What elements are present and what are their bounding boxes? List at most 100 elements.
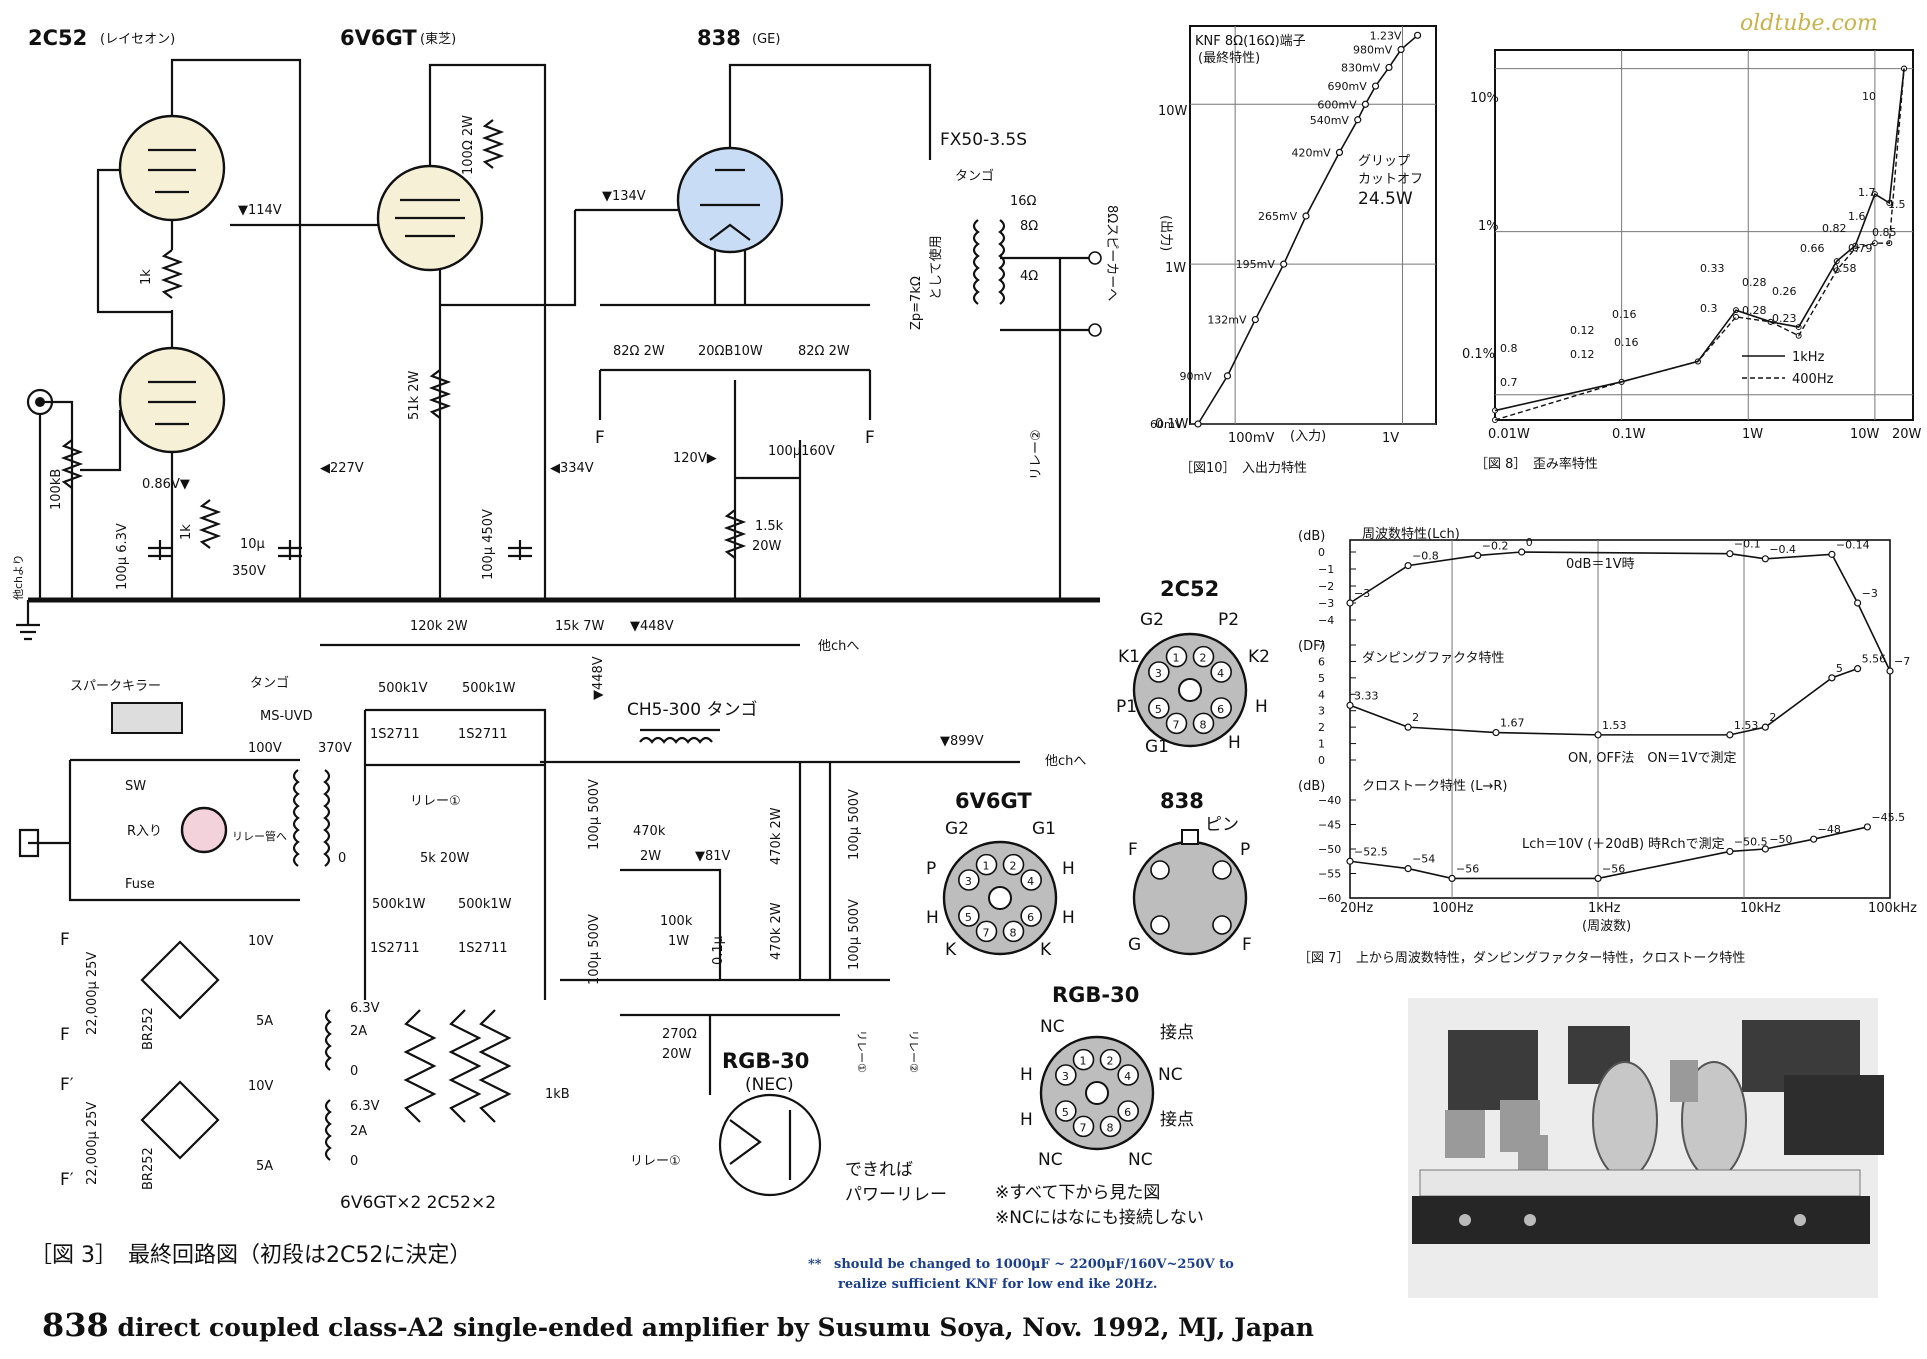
fig7-point-label: 1.67 (1500, 717, 1525, 730)
fig8-pt-012b: 0.12 (1570, 348, 1595, 361)
socket-rgb30-pin (1117, 1064, 1139, 1086)
fig8-pt-058: 0.58 (1832, 262, 1857, 275)
label-relay1-b: リレー① (630, 1154, 681, 1169)
fig7-point (1863, 823, 1871, 831)
fig7-point-label: −3 (1354, 587, 1370, 600)
label-5k20w: 5k 20W (420, 851, 469, 866)
label-22000a: 22,000μ 25V (85, 952, 100, 1035)
fig7-point-label: −45.5 (1871, 811, 1905, 824)
fig7-tick-label: 2 (1318, 721, 1325, 734)
tube-rgb30-elements (620, 1013, 840, 1180)
rectifier-wiring (363, 708, 547, 1000)
fig7-db2: (dB) (1298, 779, 1325, 794)
label-other-ch-in: 他chより (12, 554, 25, 600)
label-0-b: 0 (350, 1154, 358, 1169)
socket-rgb30-pin-number: 3 (1062, 1070, 1069, 1083)
tube-2c52-lower (118, 346, 226, 454)
fig10-cutoff: カットオフ (1358, 172, 1423, 187)
fig10-point-label: 830mV (1341, 61, 1381, 74)
voltage-134: ▼134V (602, 189, 646, 204)
resistor-1-5k (723, 509, 747, 559)
fig7-point (1854, 665, 1862, 673)
footer: 838 direct coupled class-A2 single-ended… (42, 1306, 1314, 1344)
fig7-point-label: −7 (1894, 655, 1910, 668)
socket-6v6-pin (1020, 869, 1042, 891)
fig10-ytick-10w: 10W (1158, 104, 1188, 119)
pin-label-rgb-nc-d: NC (1128, 1150, 1153, 1170)
fig10-point (1385, 63, 1393, 72)
fig8-chart: 10% 1% 0.1% 0.01W 0.1W 1W 10W 20W 0.8 0.… (1462, 49, 1922, 472)
wire-134 (440, 208, 690, 307)
fig7-caption: ［図 7］ 上から周波数特性，ダンピングファクター特性，クロストーク特性 (1298, 951, 1745, 966)
socket-6v6-pin-number: 6 (1027, 911, 1034, 924)
ot-secondary (1000, 256, 1095, 600)
socket-6v6-pin (958, 905, 980, 927)
fig7-point-label: −0.14 (1836, 538, 1870, 551)
socket-6v6-pin (958, 869, 980, 891)
fig7-xtick-20: 20Hz (1340, 901, 1373, 916)
tube-838-wires (600, 63, 932, 307)
socket-2c52-pin (1210, 661, 1232, 683)
watermark: oldtube.com (1740, 11, 1878, 36)
label-100k: 100k (660, 914, 693, 929)
label-fuse: Fuse (125, 877, 155, 892)
ot-note: として使用 (928, 235, 944, 300)
fig7-tick-label: −2 (1318, 580, 1334, 593)
fig8-pt-03: 0.3 (1700, 302, 1718, 315)
label-5a-a: 5A (256, 1014, 273, 1029)
legend-label-1khz: 1kHz (1792, 350, 1825, 365)
fig7-point (1761, 555, 1769, 563)
label-pt-maker: タンゴ (250, 675, 289, 691)
fig7-point-label: −3 (1862, 587, 1878, 600)
fig7-title-df: ダンピングファクタ特性 (1362, 651, 1504, 666)
fig7-tick-label: 6 (1318, 655, 1325, 668)
fig7-tick-label: −50 (1318, 843, 1341, 856)
voltage-086: 0.86V▼ (142, 477, 190, 492)
socket-rgb30-pin (1072, 1048, 1095, 1071)
label-470k2w-a: 470k 2W (769, 807, 784, 865)
fig8-xtick-001: 0.01W (1488, 427, 1530, 442)
fig7-point-label: −0.1 (1734, 538, 1761, 551)
wires-2c52 (96, 168, 174, 600)
wire-120v (733, 380, 802, 600)
fig10-caption: ［図10］ 入出力特性 (1180, 461, 1307, 476)
socket-2c52-pin (1165, 712, 1188, 735)
pin-label-6v6-g2: G2 (945, 819, 969, 839)
socket-2c52-pin (1192, 712, 1215, 735)
fig7-tick-label: 7 (1318, 639, 1325, 652)
pin-label-6v6-h-c: H (1062, 859, 1075, 879)
fig10-point (1280, 260, 1288, 268)
fig7-tick-label: 5 (1318, 672, 1325, 685)
socket-6v6-pin-number: 3 (965, 875, 972, 888)
fig10-point (1354, 116, 1362, 124)
socket-2c52-pin (1165, 645, 1188, 668)
label-relay-tube: リレー管へ (232, 829, 287, 843)
fig10-point (1251, 315, 1259, 324)
fig7-tick-label: −40 (1318, 794, 1341, 807)
socket-6v6-pin-number: 4 (1027, 875, 1034, 888)
tube-2c52-upper (118, 114, 226, 222)
socket-rgb30-pin (1072, 1115, 1095, 1138)
fig7-tick-label: 1 (1318, 738, 1325, 751)
pinout-labels-6v6: G2 G1 P H H H K K (926, 819, 1075, 960)
label-100u500-a: 100μ 500V (587, 779, 602, 850)
voltage-114: ▼114V (238, 203, 282, 218)
fig7-point (1594, 874, 1602, 883)
schematic: 2C52 (レイセオン) 6V6GT (東芝) 838 (GE) 1k 1k 1… (12, 26, 1119, 1268)
socket-2c52-key (1178, 678, 1202, 702)
resistor-51k (428, 369, 452, 419)
fig7-point-label: 2 (1412, 711, 1419, 724)
legend-label-400hz: 400Hz (1792, 372, 1834, 387)
socket-rgb30-key (1085, 1081, 1109, 1105)
label-82a: 82Ω 2W (613, 344, 665, 359)
fig7-point (1404, 561, 1412, 570)
footer-number: 838 (42, 1306, 109, 1344)
fig10-knf: KNF 8Ω(16Ω)端子 (1195, 34, 1306, 49)
fig7-point-label: −50.5 (1734, 835, 1768, 848)
fig7-title-cross: クロストーク特性 (L→R) (1362, 779, 1507, 794)
fig7-point (1346, 857, 1354, 865)
note-line-1: should be changed to 1000μF ~ 2200μF/160… (834, 1257, 1234, 1272)
label-2a-a: 2A (350, 1024, 367, 1039)
tube-6v6-wires (395, 63, 547, 600)
